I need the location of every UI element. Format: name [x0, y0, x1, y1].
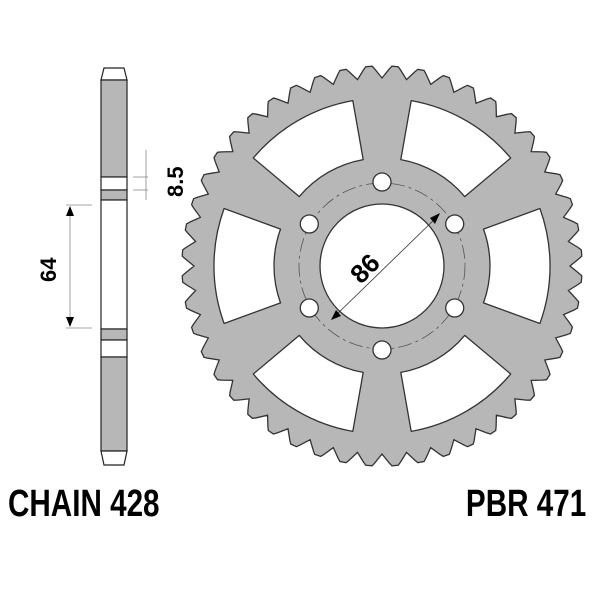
- part-number-label: PBR 471: [465, 483, 586, 525]
- thickness-dimension: [133, 150, 148, 200]
- sprocket-face: 86: [181, 65, 583, 467]
- chain-label: CHAIN 428: [8, 483, 160, 525]
- hub-width-dimension: [66, 204, 92, 329]
- hub-width-label: 64: [36, 257, 61, 282]
- side-profile: [100, 67, 128, 466]
- thickness-label: 8.5: [163, 166, 188, 197]
